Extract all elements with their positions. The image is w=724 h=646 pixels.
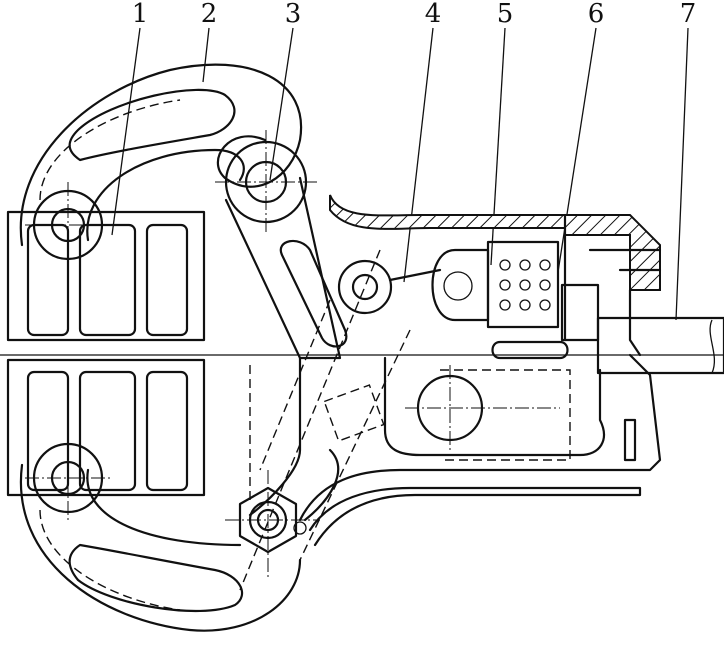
construction-lines	[239, 249, 411, 591]
callout-3: 3	[285, 0, 302, 29]
leader-lines	[111, 27, 689, 321]
callout-1: 1	[132, 0, 149, 29]
adjusting-nut	[225, 470, 320, 580]
callout-4: 4	[425, 0, 442, 29]
lower-lever-arm	[19, 463, 302, 632]
callout-6: 6	[588, 0, 605, 29]
lower-housing	[248, 353, 662, 547]
upper-lever-arm	[19, 63, 303, 247]
left-shoe-blocks	[6, 210, 206, 497]
callout-2: 2	[201, 0, 218, 29]
pivot-pins	[25, 130, 393, 520]
housing	[329, 194, 662, 357]
roller-block	[388, 240, 560, 329]
callout-5: 5	[497, 0, 514, 29]
callout-7: 7	[680, 0, 697, 29]
link-rod	[224, 176, 348, 360]
callout-labels: 1 2 3 4 5 6 7	[132, 0, 697, 29]
plunger-and-rod	[491, 283, 724, 375]
